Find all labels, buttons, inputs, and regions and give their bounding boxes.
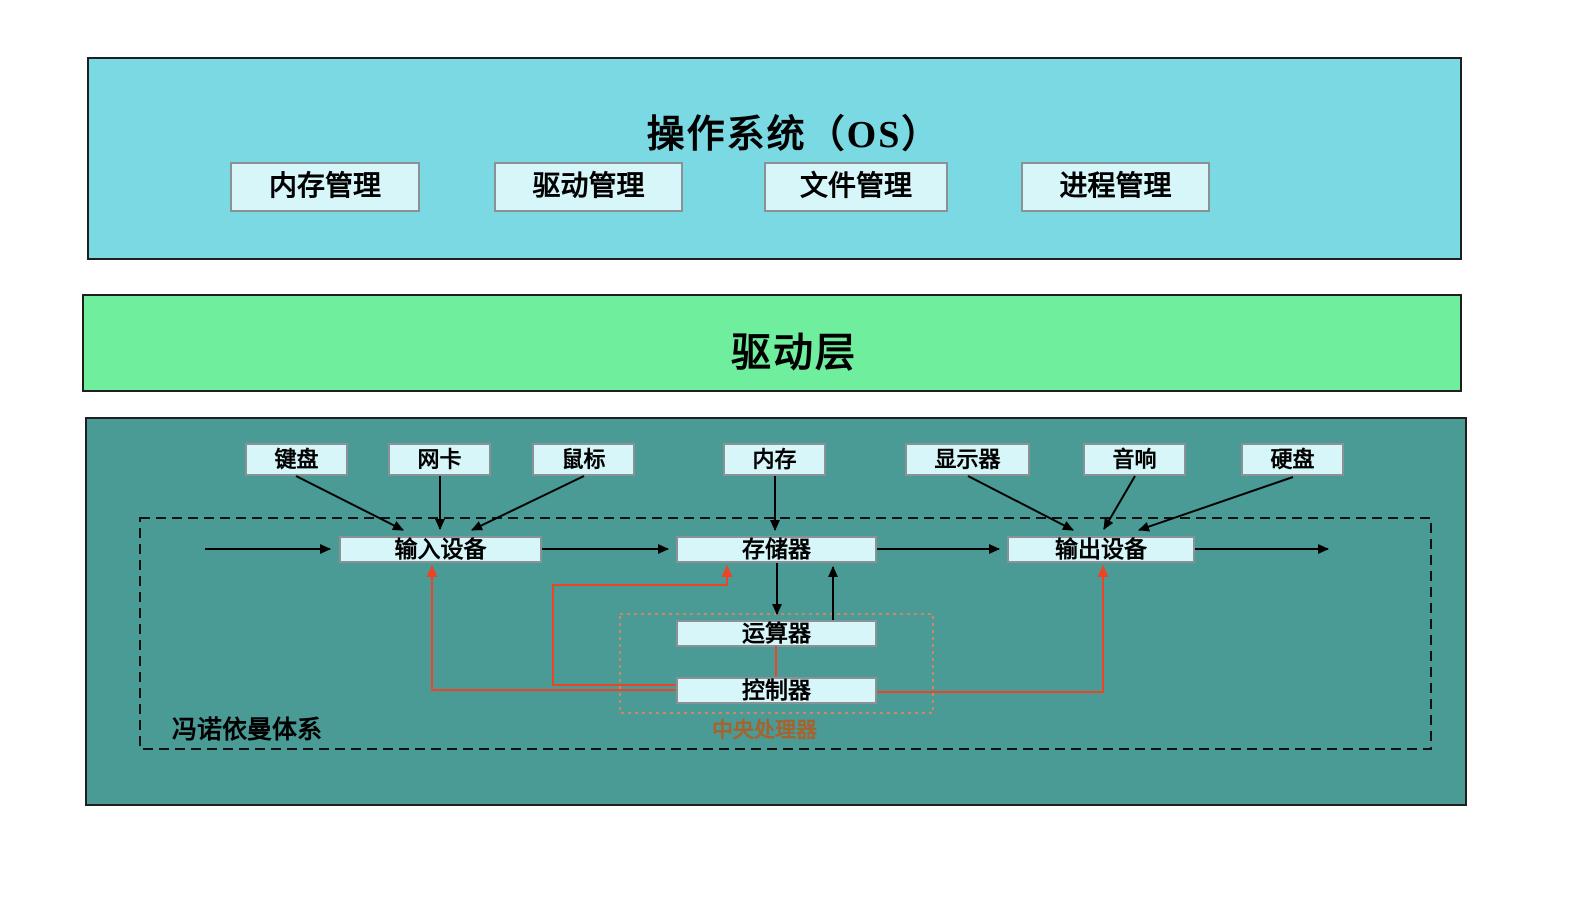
os-layer-panel (87, 57, 1462, 260)
device-box-speaker: 音响 (1083, 443, 1186, 476)
cpu-label: 中央处理器 (712, 718, 817, 742)
driver-layer-title: 驱动层 (731, 330, 857, 375)
os-module-file-management: 文件管理 (764, 162, 948, 212)
device-box-keyboard: 键盘 (245, 443, 348, 476)
unit-box-input-device: 输入设备 (339, 536, 542, 563)
device-box-network-card: 网卡 (388, 443, 491, 476)
device-box-memory: 内存 (723, 443, 826, 476)
unit-box-alu: 运算器 (676, 620, 877, 647)
device-box-display: 显示器 (905, 443, 1030, 476)
von-neumann-label: 冯诺依曼体系 (172, 717, 323, 744)
unit-box-memory-storage: 存储器 (676, 536, 877, 563)
device-box-mouse: 鼠标 (532, 443, 635, 476)
driver-layer-panel (82, 294, 1462, 392)
os-module-process-management: 进程管理 (1021, 162, 1210, 212)
unit-box-output-device: 输出设备 (1007, 536, 1195, 563)
unit-box-control-unit: 控制器 (676, 677, 877, 704)
os-layer-title: 操作系统（OS） (646, 114, 942, 156)
os-module-driver-management: 驱动管理 (494, 162, 683, 212)
device-box-hard-disk: 硬盘 (1241, 443, 1344, 476)
os-module-memory-management: 内存管理 (230, 162, 420, 212)
